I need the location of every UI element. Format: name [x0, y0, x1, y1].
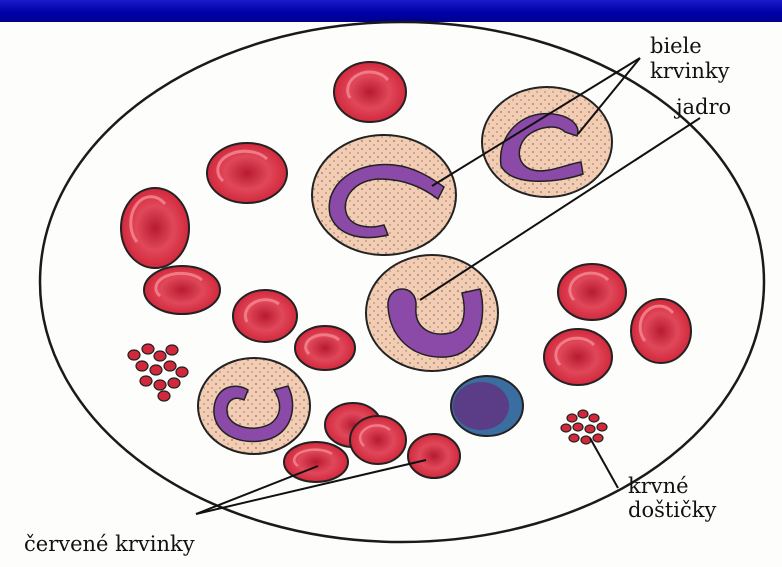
- platelet-cluster-left: [128, 344, 188, 401]
- platelet-icon: [154, 351, 166, 361]
- platelet-icon: [589, 414, 599, 422]
- red-blood-cell-icon: [408, 434, 460, 478]
- platelet-icon: [578, 410, 588, 418]
- platelet-icon: [142, 344, 154, 354]
- platelet-icon: [158, 391, 170, 401]
- platelet-cluster-right: [561, 410, 607, 444]
- platelet-icon: [593, 434, 603, 442]
- platelet-icon: [128, 350, 140, 360]
- label-red-cells: červené krvinky: [24, 532, 195, 557]
- platelet-icon: [561, 424, 571, 432]
- platelet-icon: [567, 414, 577, 422]
- red-blood-cell-icon: [631, 299, 691, 363]
- platelet-icon: [597, 423, 607, 431]
- white-blood-cell-icon: [366, 255, 498, 371]
- red-blood-cell-icon: [558, 264, 626, 320]
- label-white-cells-line1: biele: [650, 34, 702, 59]
- platelet-icon: [150, 365, 162, 375]
- platelet-icon: [164, 361, 176, 371]
- white-blood-cells: [198, 87, 612, 454]
- platelet-icon: [168, 378, 180, 388]
- label-nucleus: jadro: [676, 95, 731, 120]
- white-blood-cell-icon: [312, 135, 456, 255]
- red-blood-cell-icon: [121, 188, 189, 268]
- platelet-icon: [581, 436, 591, 444]
- platelet-icon: [154, 380, 166, 390]
- white-blood-cell-icon: [482, 87, 612, 197]
- red-blood-cell-icon: [207, 143, 287, 203]
- red-blood-cell-icon: [334, 62, 406, 122]
- platelet-icon: [176, 367, 188, 377]
- red-blood-cell-icon: [295, 326, 355, 370]
- platelet-icon: [136, 361, 148, 371]
- label-white-cells-line2: krvinky: [650, 59, 729, 84]
- lymphocyte-icon: [451, 376, 523, 436]
- white-blood-cell-icon: [198, 358, 310, 454]
- platelet-icon: [166, 345, 178, 355]
- platelet-icon: [140, 376, 152, 386]
- label-platelets-line2: doštičky: [628, 498, 716, 523]
- platelet-icon: [585, 425, 595, 433]
- red-blood-cell-icon: [350, 416, 406, 464]
- platelet-icon: [569, 434, 579, 442]
- platelet-icon: [573, 423, 583, 431]
- label-platelets-line1: krvné: [628, 474, 689, 499]
- red-blood-cell-icon: [233, 290, 297, 342]
- red-blood-cell-icon: [544, 329, 612, 385]
- leader-line-platelets: [590, 438, 618, 488]
- red-blood-cell-icon: [144, 266, 220, 314]
